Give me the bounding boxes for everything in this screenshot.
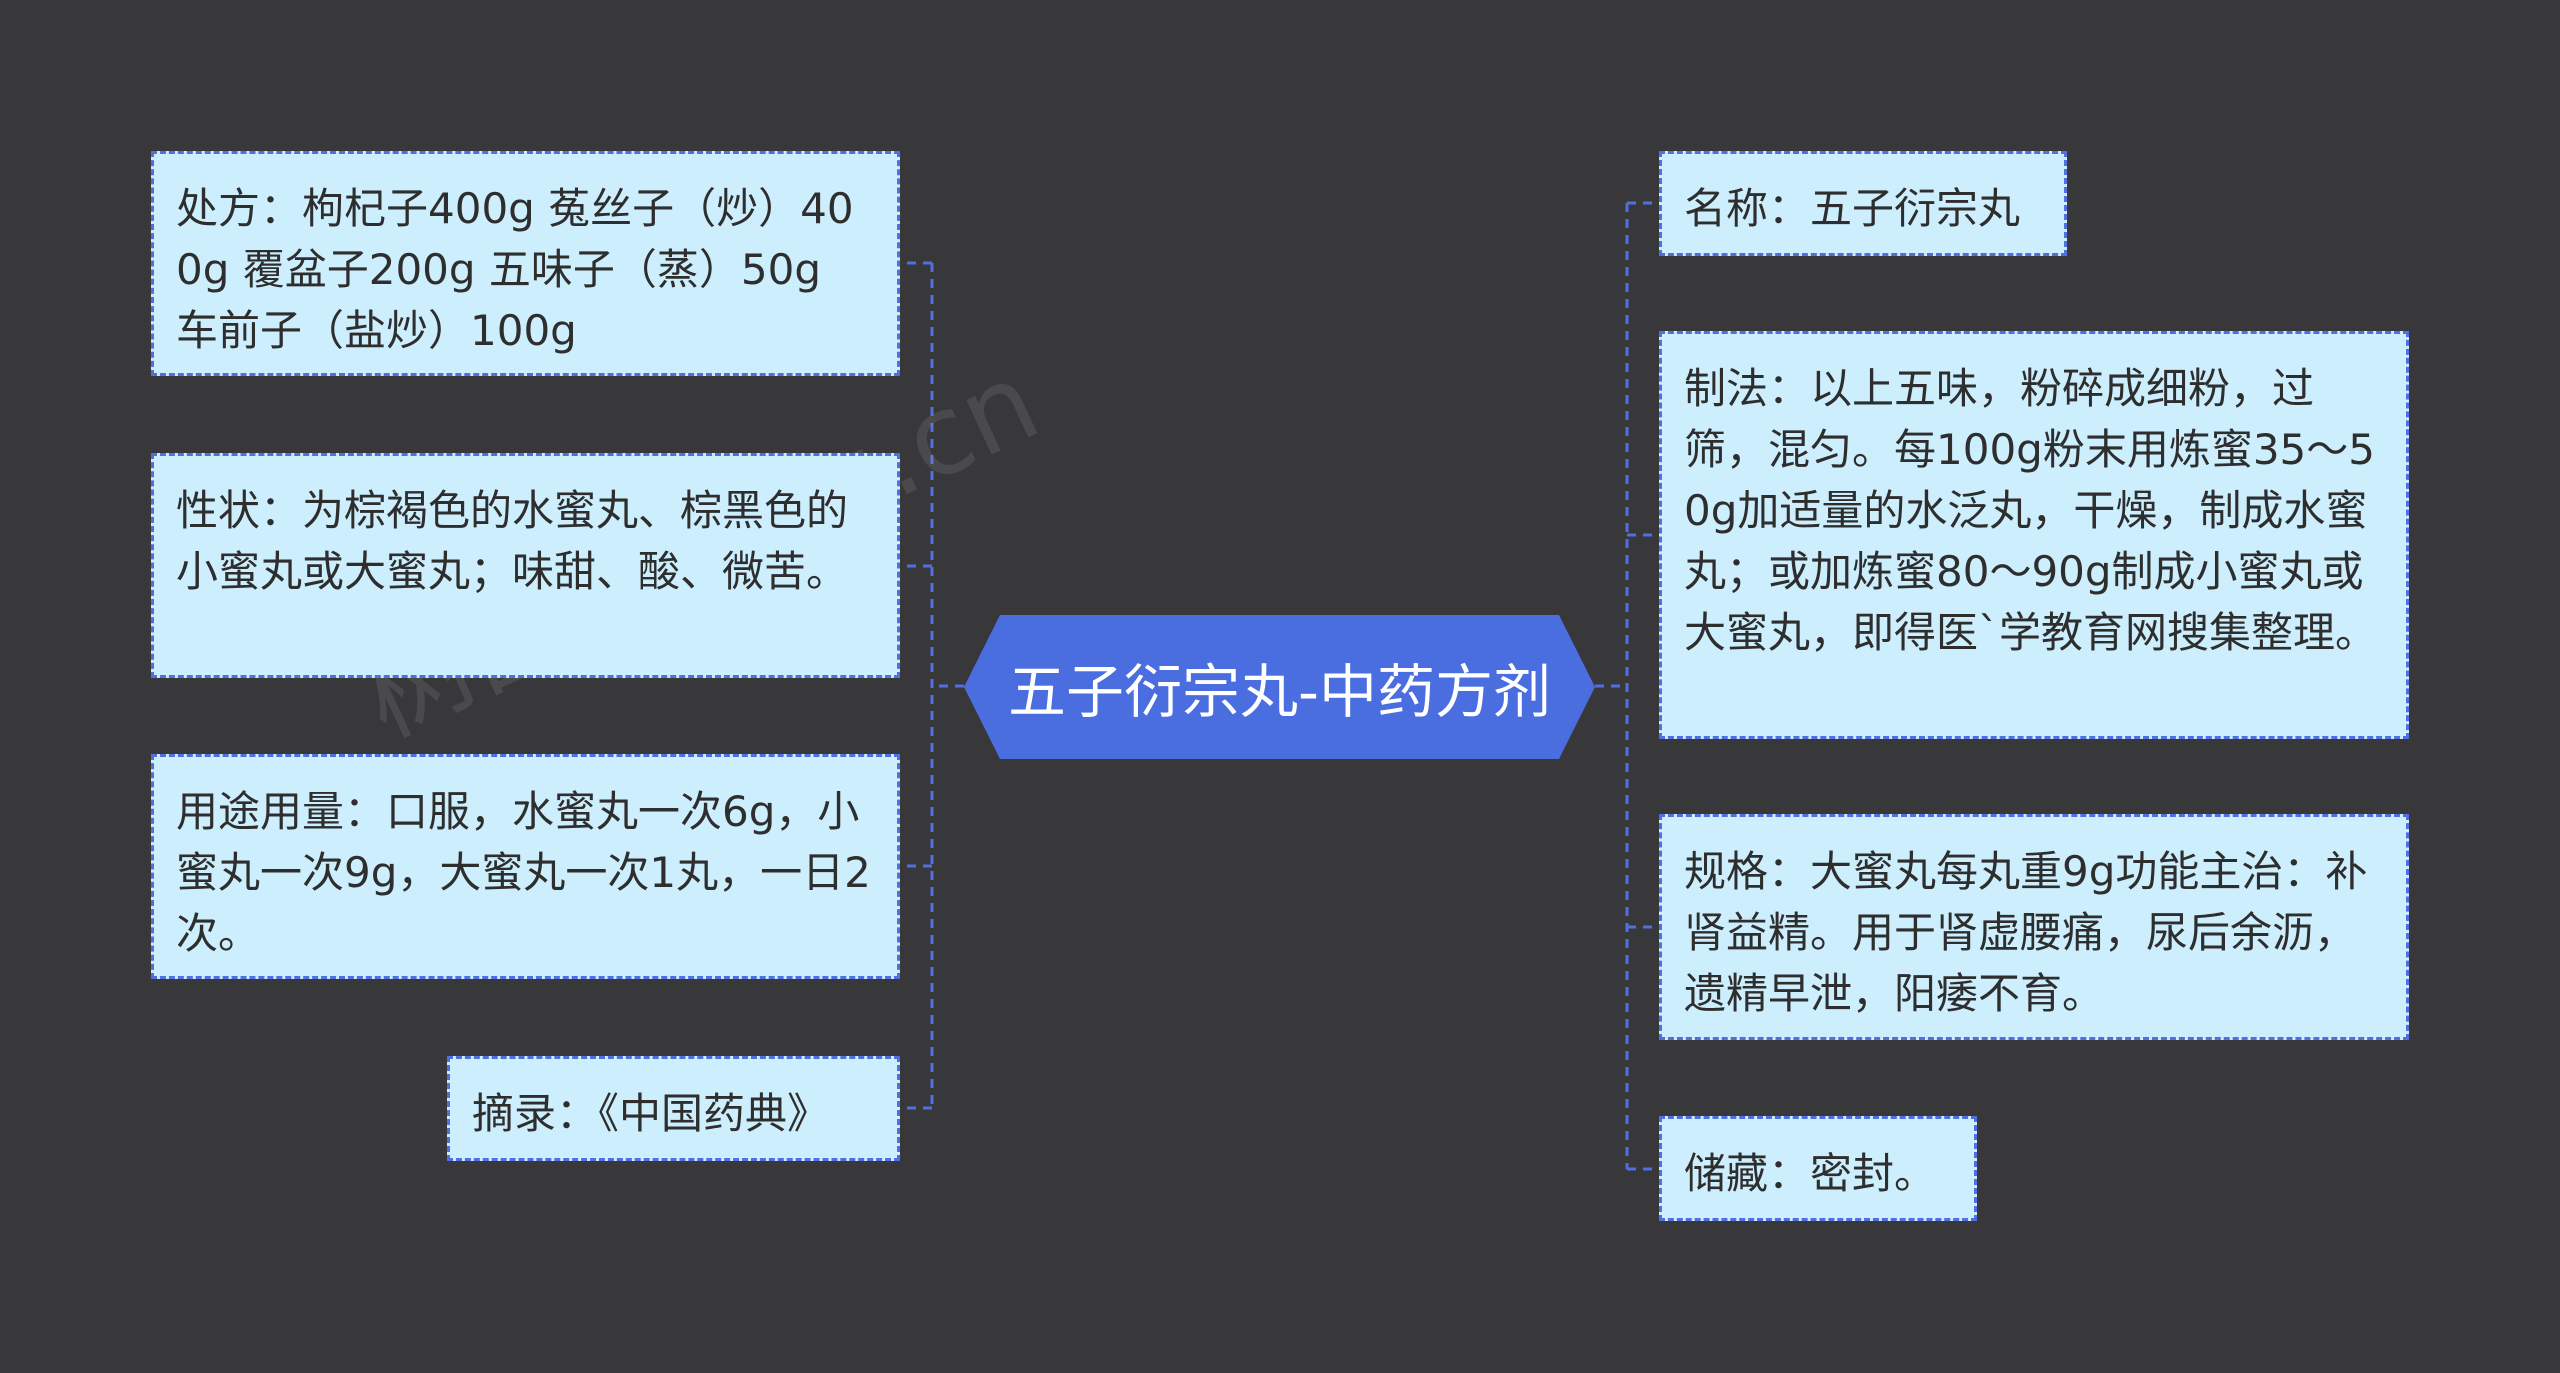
storage-text: 储藏：密封。 (1684, 1149, 1937, 1198)
source-text: 摘录：《中国药典》 (472, 1089, 830, 1138)
properties-node[interactable]: 性状：为棕褐色的水蜜丸、棕黑色的小蜜丸或大蜜丸；味甜、酸、微苦。 (151, 453, 900, 678)
specification-text: 规格：大蜜丸每丸重9g功能主治：补肾益精。用于肾虚腰痛，尿后余沥，遗精早泄，阳痿… (1684, 847, 2368, 1018)
root-shape (964, 615, 1595, 759)
usage-dosage-text: 用途用量：口服，水蜜丸一次6g，小蜜丸一次9g，大蜜丸一次1丸，一日2次。 (176, 787, 871, 958)
prescription-node[interactable]: 处方：枸杞子400g 菟丝子（炒）400g 覆盆子200g 五味子（蒸）50g … (151, 151, 900, 376)
root-title: 五子衍宗丸-中药方剂 (1008, 658, 1551, 726)
source-node[interactable]: 摘录：《中国药典》 (447, 1056, 900, 1161)
specification-node[interactable]: 规格：大蜜丸每丸重9g功能主治：补肾益精。用于肾虚腰痛，尿后余沥，遗精早泄，阳痿… (1659, 814, 2409, 1040)
preparation-text: 制法：以上五味，粉碎成细粉，过筛，混匀。每100g粉末用炼蜜35～50g加适量的… (1684, 364, 2378, 657)
preparation-node[interactable]: 制法：以上五味，粉碎成细粉，过筛，混匀。每100g粉末用炼蜜35～50g加适量的… (1659, 331, 2409, 739)
name-node[interactable]: 名称：五子衍宗丸 (1659, 151, 2067, 256)
name-text: 名称：五子衍宗丸 (1684, 184, 2021, 233)
properties-text: 性状：为棕褐色的水蜜丸、棕黑色的小蜜丸或大蜜丸；味甜、酸、微苦。 (176, 486, 849, 596)
prescription-text: 处方：枸杞子400g 菟丝子（炒）400g 覆盆子200g 五味子（蒸）50g … (176, 184, 854, 355)
storage-node[interactable]: 储藏：密封。 (1659, 1116, 1977, 1221)
usage-dosage-node[interactable]: 用途用量：口服，水蜜丸一次6g，小蜜丸一次9g，大蜜丸一次1丸，一日2次。 (151, 754, 900, 979)
root-node[interactable]: 五子衍宗丸-中药方剂 (964, 615, 1595, 759)
